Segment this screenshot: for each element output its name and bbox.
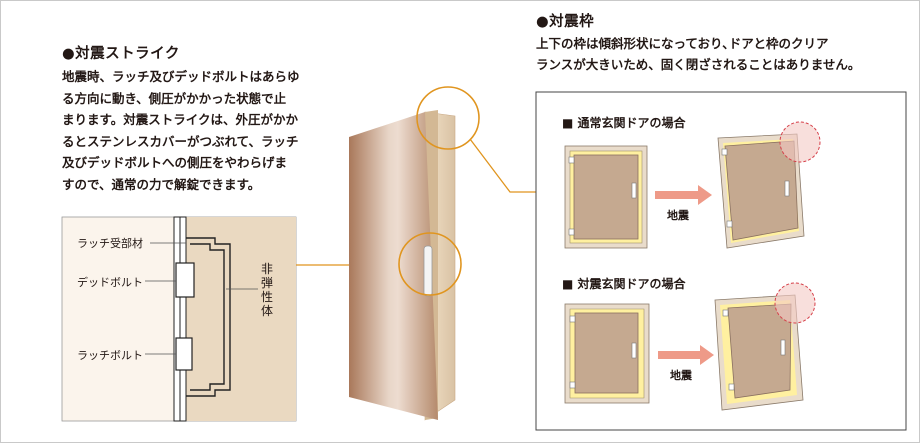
- strike-description: 地震時、ラッチ及びデッドボルトはあらゆ る方向に動き、側圧がかかった状態で止 ま…: [62, 66, 300, 195]
- frame-title: ●対震枠: [536, 14, 595, 30]
- door-panel: [349, 112, 438, 420]
- strike-cover-outline: [186, 237, 231, 397]
- non-elastic-label: 非 弾 性 体: [260, 262, 274, 318]
- seismic-door-case-label: ■ 対震玄関ドアの場合: [562, 277, 686, 291]
- frame-connector-line: [469, 138, 536, 193]
- latch-receiver-label: ラッチ受部材: [77, 237, 143, 250]
- seismic-door-after: [714, 294, 804, 411]
- latch-bolt-label: ラッチボルト: [77, 349, 143, 362]
- normal-door-case-label: ■ 通常玄関ドアの場合: [562, 116, 686, 130]
- non-elastic-char: 性: [260, 290, 273, 304]
- frame-description-line: 上下の枠は傾斜形状になっており､ドアと枠のクリア: [536, 36, 829, 51]
- seismic-door-before: [564, 303, 650, 404]
- earthquake-label-1: 地震: [667, 209, 689, 222]
- strike-title: ●対震ストライク: [62, 46, 180, 62]
- non-elastic-char: 体: [260, 304, 273, 318]
- latch-bolt-shape: [175, 337, 193, 371]
- non-elastic-char: 非: [260, 262, 273, 276]
- earthquake-arrow-1: [655, 185, 712, 205]
- door-handle: [423, 245, 433, 297]
- handle-highlight-circle: [398, 232, 462, 296]
- normal-door-contact-highlight: [780, 122, 820, 162]
- frame-description-line: ランスが大きいため、固く閉ざされることはありません。: [536, 57, 861, 72]
- dead-bolt-label: デッドボルト: [77, 276, 143, 289]
- normal-door-before: [564, 145, 648, 249]
- earthquake-label-2: 地震: [670, 369, 692, 382]
- strike-description-line: 地震時、ラッチ及びデッドボルトはあらゆ: [62, 69, 300, 84]
- strike-description-line: るとステンレスカバーがつぶれて、ラッチ: [62, 133, 299, 149]
- door-illustration: [349, 110, 456, 421]
- strike-description-line: る方向に動き、側圧がかかった状態で止: [62, 90, 287, 106]
- strike-cross-section: [61, 216, 297, 422]
- strike-description-line: すので、通常の力で解錠できます。: [62, 176, 261, 192]
- non-elastic-char: 弾: [260, 276, 273, 290]
- earthquake-arrow-2: [658, 345, 714, 365]
- strike-block: [186, 217, 296, 421]
- strike-description-line: まります。対震ストライクは、外圧がかか: [62, 112, 299, 127]
- strike-description-line: 及びデッドボルトへの側圧をやわらげま: [62, 155, 288, 170]
- top-frame-highlight-circle: [416, 86, 480, 150]
- normal-door-after: [717, 133, 805, 249]
- seismic-door-clearance-highlight: [775, 283, 815, 323]
- dead-bolt-shape: [175, 262, 195, 298]
